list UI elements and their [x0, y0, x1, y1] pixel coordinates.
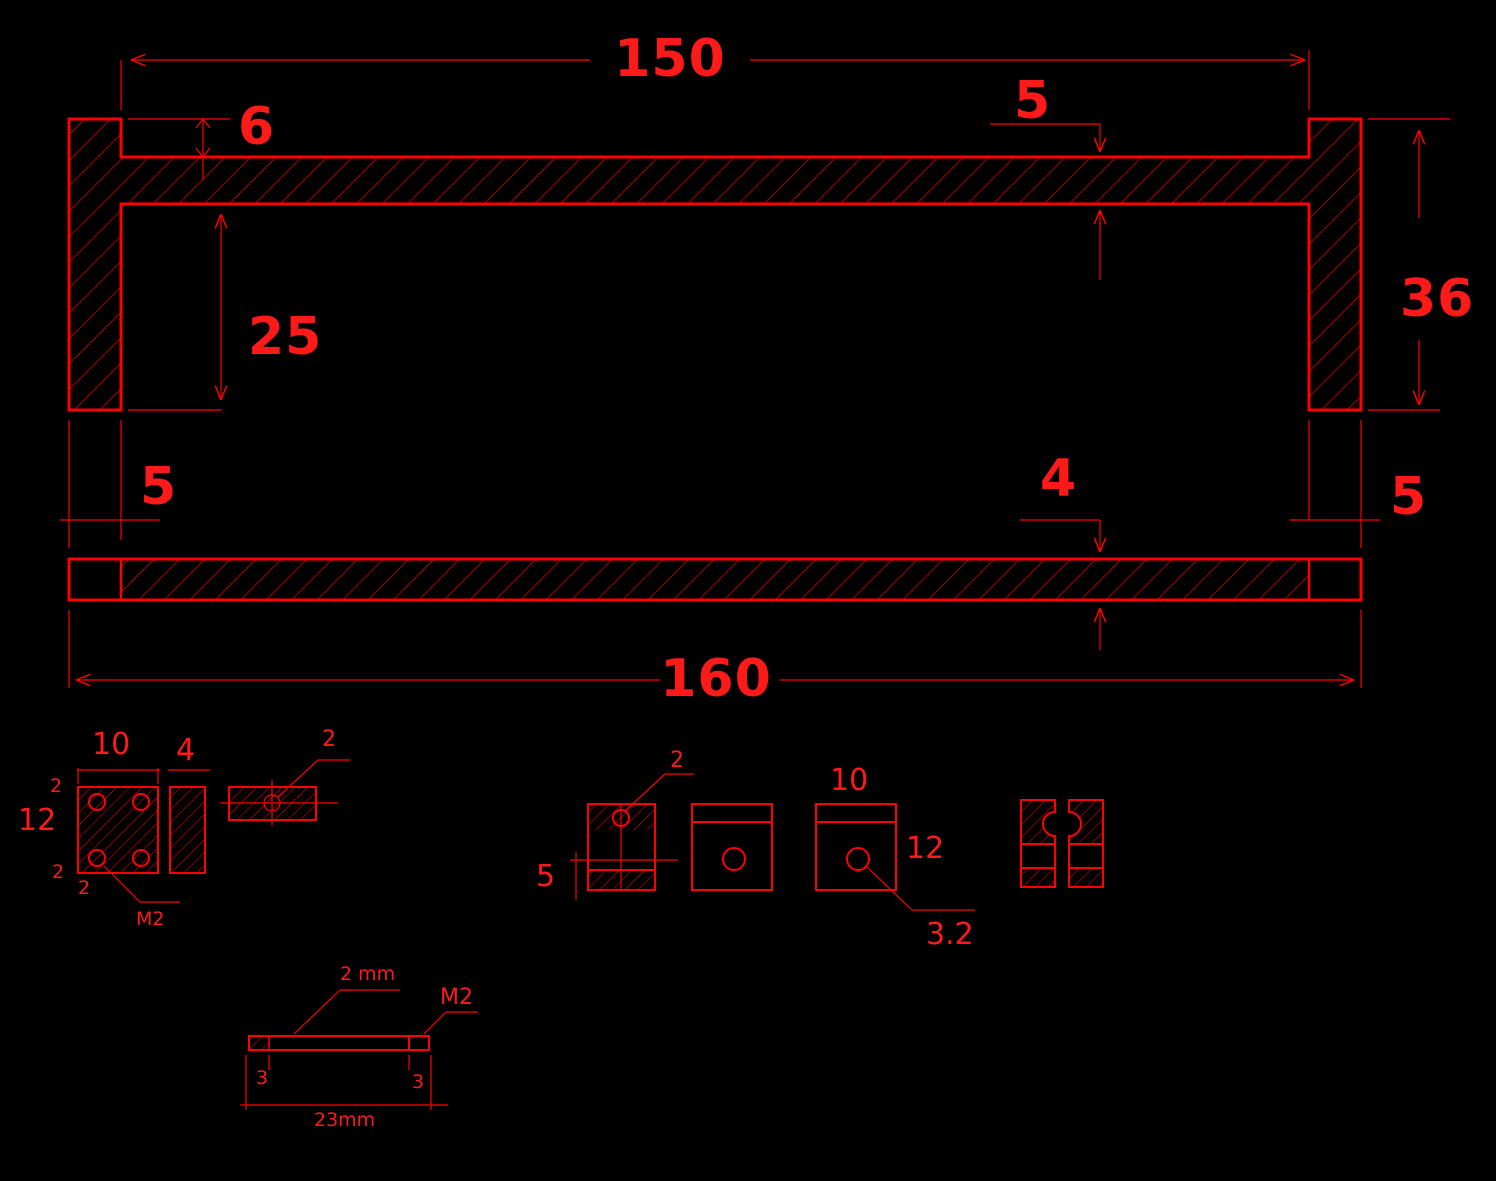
- dim-text-3-2-clamp: 3.2: [926, 917, 974, 952]
- dim-text-150: 150: [614, 29, 726, 89]
- block-labels: 12 2 2 2 M2: [18, 775, 180, 930]
- dim-text-36: 36: [1400, 269, 1474, 329]
- u-frame-outline: [67, 117, 1363, 412]
- clamp-front-dimensioned: 10 12 3.2: [815, 763, 975, 952]
- dim-text-10-clamp: 10: [830, 763, 868, 798]
- dim-text-2-clamp: 2: [670, 748, 684, 773]
- dim-inner-depth: 25: [128, 214, 322, 411]
- dim-text-5-top: 5: [1014, 71, 1051, 131]
- dim-text-5-left: 5: [140, 457, 177, 517]
- dim-text-2mm-pin: 2 mm: [340, 963, 395, 985]
- dim-text-2-corner-bottom: 2: [52, 861, 64, 883]
- dim-text-160: 160: [660, 649, 772, 709]
- dim-frame-width: 150: [120, 29, 1310, 110]
- clamp-split-view: [1020, 799, 1104, 888]
- dim-text-3-pin-right: 3: [412, 1071, 424, 1093]
- dim-text-23mm-pin: 23mm: [314, 1109, 375, 1131]
- dim-text-2-corner-top: 2: [50, 775, 62, 797]
- dim-text-25: 25: [248, 307, 322, 367]
- clamp-front: [691, 803, 773, 891]
- dim-text-5-right: 5: [1390, 467, 1427, 527]
- dim-text-12-clamp: 12: [906, 831, 944, 866]
- flat-bar: [67, 557, 1363, 602]
- dim-right-offset: 5: [1290, 420, 1427, 548]
- thread-text-m2-block: M2: [136, 908, 164, 930]
- dim-text-4-bar: 4: [1040, 449, 1077, 509]
- dim-text-5-clamp: 5: [536, 859, 555, 894]
- dim-left-offset: 5: [60, 420, 177, 548]
- dim-text-10-block: 10: [92, 727, 130, 762]
- dim-text-6: 6: [238, 97, 275, 157]
- dim-block-width: 10: [77, 727, 160, 784]
- dim-text-3-pin-left: 3: [256, 1067, 268, 1089]
- dim-text-4-block: 4: [176, 733, 195, 768]
- dim-top-thickness: 6: [128, 97, 275, 180]
- block-top: 2: [220, 727, 350, 826]
- dim-bar-length: 160: [68, 610, 1362, 709]
- small-block-front: [77, 786, 159, 874]
- dim-text-12-block: 12: [18, 803, 56, 838]
- clamp-section: 2 5: [536, 748, 694, 900]
- dim-text-2-hole: 2: [322, 727, 336, 752]
- block-side: 4: [168, 733, 210, 874]
- dim-text-2-corner-left: 2: [78, 877, 90, 899]
- thread-text-m2-pin: M2: [440, 985, 473, 1010]
- u-frame-section: [67, 117, 1363, 412]
- dim-total-height: 36: [1368, 118, 1474, 411]
- threaded-pin: 2 mm M2 3 3 23mm: [240, 963, 478, 1131]
- dim-right-gap: 5: [990, 71, 1100, 280]
- dim-bar-thickness: 4: [1020, 449, 1100, 650]
